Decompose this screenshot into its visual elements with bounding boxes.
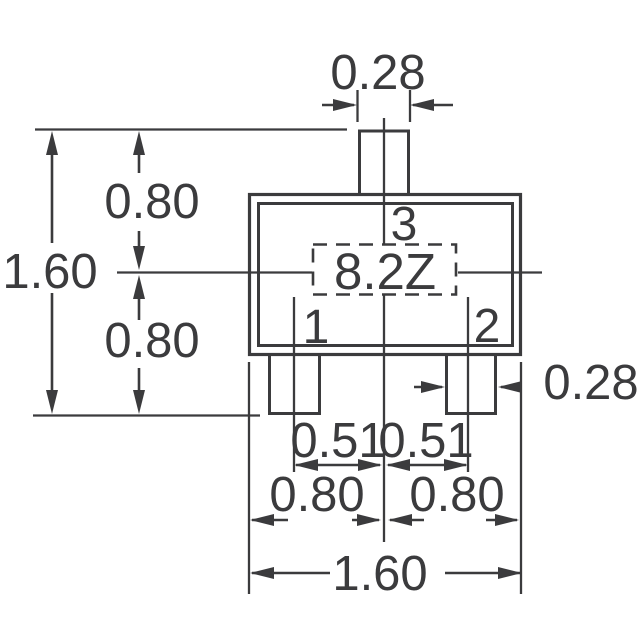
arrowhead-down-icon [133,390,145,414]
arrowhead-left-icon [410,99,434,111]
pin2-number-label: 2 [474,300,501,353]
dim-body-width-total-label: 1.60 [332,547,427,601]
dim-body-height-lower: 0.80 [104,275,200,414]
pin1-number-label: 1 [303,301,330,354]
arrowhead-right-icon [498,567,522,579]
device-marking-label: 8.2Z [334,243,436,300]
bottom-right-lead [445,352,497,415]
dim-lead1-offset-label: 0.51 [290,414,385,468]
dim-top-lead-width: 0.28 [322,46,453,111]
arrowhead-left-icon [498,381,522,393]
arrowhead-left-icon [294,459,318,471]
arrowhead-right-icon [421,381,445,393]
dim-half-width-right: 0.80 [388,468,519,526]
arrowhead-right-icon [495,514,519,526]
dim-body-height-total: 1.60 [2,131,98,414]
dim-bottom-lead-width: 0.28 [414,356,639,410]
dim-half-width-right-label: 0.80 [409,468,504,522]
dim-body-height-total-label: 1.60 [2,245,97,299]
dim-body-height-upper: 0.80 [104,131,200,270]
arrowhead-up-icon [133,131,145,155]
arrowhead-down-icon [133,246,145,270]
pin3-number-label: 3 [391,198,418,251]
dim-lead2-offset: 0.51 [378,414,474,471]
extension-lines [33,90,523,594]
arrowhead-left-icon [386,459,410,471]
dim-half-width-left-label: 0.80 [269,468,364,522]
body-inner-outline [257,202,514,347]
arrowhead-up-icon [133,275,145,299]
dim-lead2-offset-label: 0.51 [378,414,473,468]
arrowhead-right-icon [333,99,357,111]
arrowhead-right-icon [358,459,382,471]
dim-top-lead-width-label: 0.28 [330,46,425,100]
dim-lead1-offset: 0.51 [290,414,386,471]
arrowhead-down-icon [46,390,58,414]
arrowhead-up-icon [46,131,58,155]
dim-body-width-total: 1.60 [250,547,522,601]
arrowhead-right-icon [444,459,468,471]
dim-body-height-upper-label: 0.80 [104,175,199,229]
arrowhead-right-icon [357,514,381,526]
dim-half-width-left: 0.80 [250,468,381,526]
marking-area-box [311,243,458,296]
dim-bottom-lead-width-label: 0.28 [543,356,638,410]
dim-body-height-lower-label: 0.80 [104,314,199,368]
